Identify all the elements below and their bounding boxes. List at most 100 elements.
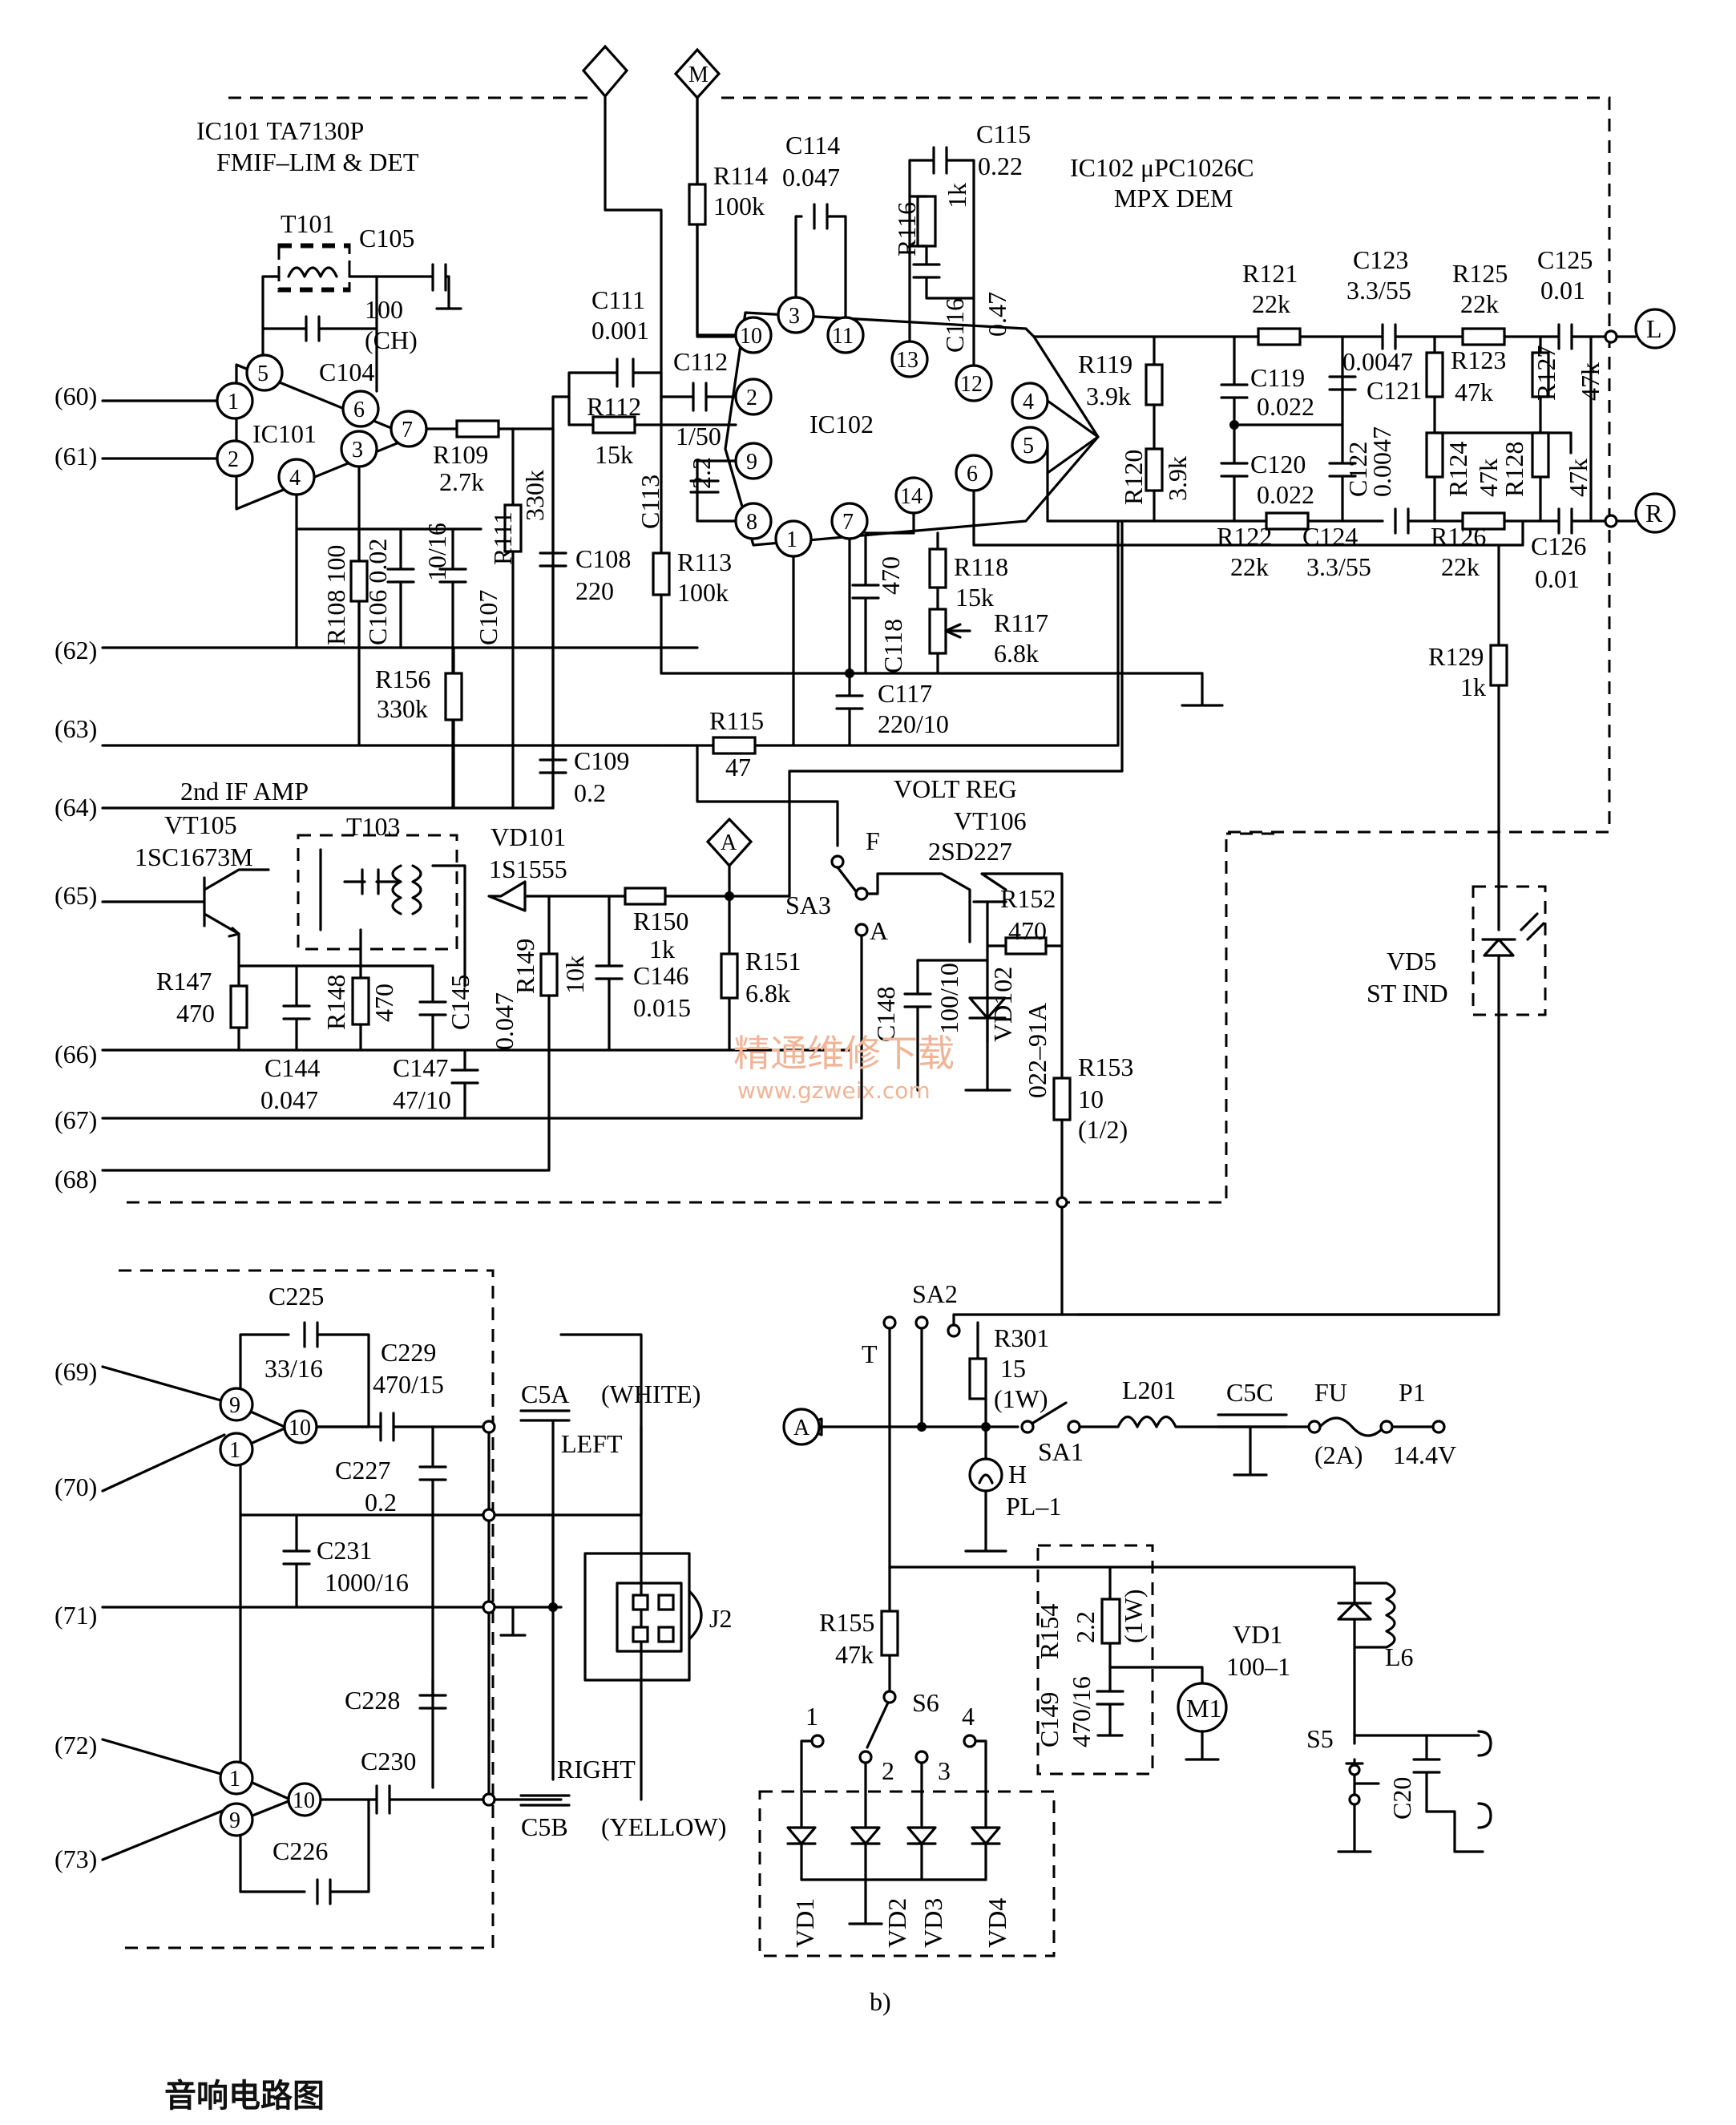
svg-text:R151: R151 <box>745 947 801 976</box>
svg-text:2: 2 <box>228 447 239 472</box>
svg-text:C5B: C5B <box>521 1812 568 1841</box>
svg-text:C108: C108 <box>575 544 631 573</box>
svg-text:T103: T103 <box>346 812 401 841</box>
ic101-function: FMIF–LIM & DET <box>216 147 419 176</box>
svg-text:1: 1 <box>229 1438 240 1463</box>
svg-text:A: A <box>793 1416 810 1440</box>
svg-text:T101: T101 <box>281 209 335 238</box>
svg-text:C120: C120 <box>1250 450 1306 479</box>
svg-text:220/10: 220/10 <box>878 709 949 738</box>
svg-text:C5C: C5C <box>1226 1378 1274 1407</box>
svg-text:1: 1 <box>228 390 239 414</box>
svg-text:4: 4 <box>1023 390 1034 414</box>
svg-text:C123: C123 <box>1353 245 1408 274</box>
svg-text:VD1: VD1 <box>790 1898 819 1948</box>
svg-text:0.2: 0.2 <box>365 1488 397 1517</box>
svg-text:C226: C226 <box>273 1836 328 1865</box>
svg-text:C117: C117 <box>878 679 932 708</box>
svg-text:47k: 47k <box>1576 362 1605 401</box>
svg-text:(2A): (2A) <box>1314 1440 1363 1469</box>
svg-text:FU: FU <box>1314 1378 1347 1407</box>
svg-text:VD1: VD1 <box>1233 1620 1282 1649</box>
svg-text:15: 15 <box>1000 1354 1026 1383</box>
svg-text:22k: 22k <box>1252 289 1290 318</box>
svg-text:5: 5 <box>257 362 268 386</box>
svg-text:J2: J2 <box>709 1604 732 1633</box>
svg-text:10: 10 <box>289 1416 311 1440</box>
svg-text:C124: C124 <box>1302 522 1358 551</box>
svg-text:0.001: 0.001 <box>591 316 649 345</box>
terminal-69: (69) <box>55 1357 97 1386</box>
svg-text:R109: R109 <box>433 440 488 469</box>
svg-text:C118: C118 <box>878 619 907 673</box>
watermark: 精通维修下载 www.gzweix.com <box>733 1032 955 1104</box>
svg-text:C148: C148 <box>871 987 900 1042</box>
svg-text:100k: 100k <box>677 578 729 607</box>
svg-text:3.3/55: 3.3/55 <box>1306 552 1371 581</box>
terminal-70: (70) <box>55 1473 97 1501</box>
svg-text:100–1: 100–1 <box>1226 1652 1290 1681</box>
svg-text:2: 2 <box>746 386 757 410</box>
svg-text:(YELLOW): (YELLOW) <box>601 1812 726 1841</box>
terminal-61: (61) <box>55 442 97 471</box>
ic101-triangle <box>235 363 414 511</box>
svg-text:VOLT REG: VOLT REG <box>894 774 1017 803</box>
marker-a: A <box>705 817 753 901</box>
svg-text:H: H <box>1008 1460 1027 1489</box>
svg-text:13: 13 <box>896 348 918 373</box>
svg-text:330k: 330k <box>520 470 549 521</box>
svg-text:47k: 47k <box>1564 459 1593 497</box>
svg-text:10: 10 <box>1078 1085 1104 1113</box>
ic101-block: IC101 1 2 3 4 5 6 7 <box>101 353 699 810</box>
svg-text:0.0047: 0.0047 <box>1342 347 1413 376</box>
svg-text:470: 470 <box>876 556 905 595</box>
svg-text:6.8k: 6.8k <box>745 979 790 1008</box>
svg-text:P1: P1 <box>1399 1378 1426 1407</box>
svg-text:9: 9 <box>229 1393 240 1418</box>
svg-text:C105: C105 <box>359 224 414 252</box>
svg-text:6.8k: 6.8k <box>994 639 1039 668</box>
svg-text:470: 470 <box>1008 916 1047 945</box>
terminal-62: (62) <box>55 636 97 665</box>
svg-text:14.4V: 14.4V <box>1393 1440 1456 1469</box>
ic101-label: IC101 <box>252 419 317 448</box>
svg-text:470/16: 470/16 <box>1067 1676 1096 1747</box>
svg-text:R156: R156 <box>375 665 430 693</box>
svg-text:10: 10 <box>293 1788 315 1813</box>
second-if-amp: 2nd IF AMP VT105 1SC1673M T103 VD101 1S1… <box>101 777 863 1172</box>
svg-text:R121: R121 <box>1242 259 1298 288</box>
svg-text:R155: R155 <box>819 1608 874 1637</box>
svg-text:C146: C146 <box>633 961 688 990</box>
svg-text:ST IND: ST IND <box>1367 979 1448 1008</box>
svg-text:0.2: 0.2 <box>574 778 606 807</box>
svg-text:15k: 15k <box>955 583 994 612</box>
svg-text:47k: 47k <box>1474 459 1503 497</box>
svg-text:R122: R122 <box>1217 522 1272 551</box>
ic102-block: IC102 1 2 3 4 5 6 7 8 9 10 11 12 13 14 <box>724 296 1100 558</box>
terminal-73: (73) <box>55 1844 97 1873</box>
svg-text:C113: C113 <box>636 475 664 529</box>
svg-text:7: 7 <box>402 418 413 442</box>
svg-text:22k: 22k <box>1441 552 1480 581</box>
t101-group: T101 C105 100 (CH) C104 <box>261 209 462 393</box>
svg-text:6: 6 <box>353 398 365 422</box>
svg-text:R111: R111 <box>488 511 517 565</box>
svg-text:22k: 22k <box>1230 552 1269 581</box>
svg-text:10/16: 10/16 <box>422 523 451 581</box>
left-output-label: L <box>1646 314 1662 343</box>
svg-text:R112: R112 <box>587 392 641 421</box>
svg-text:2: 2 <box>882 1756 894 1785</box>
svg-text:C126: C126 <box>1531 531 1586 560</box>
svg-text:3: 3 <box>789 304 800 329</box>
svg-text:R126: R126 <box>1431 522 1486 551</box>
svg-text:1: 1 <box>786 527 797 552</box>
svg-text:0.22: 0.22 <box>978 151 1023 180</box>
svg-text:R123: R123 <box>1451 345 1506 374</box>
svg-text:10k: 10k <box>560 955 589 994</box>
svg-text:R128: R128 <box>1500 442 1528 497</box>
svg-text:S6: S6 <box>912 1688 939 1717</box>
svg-text:C122: C122 <box>1343 442 1372 497</box>
svg-text:1k: 1k <box>649 935 675 964</box>
svg-text:R118: R118 <box>954 552 1008 581</box>
